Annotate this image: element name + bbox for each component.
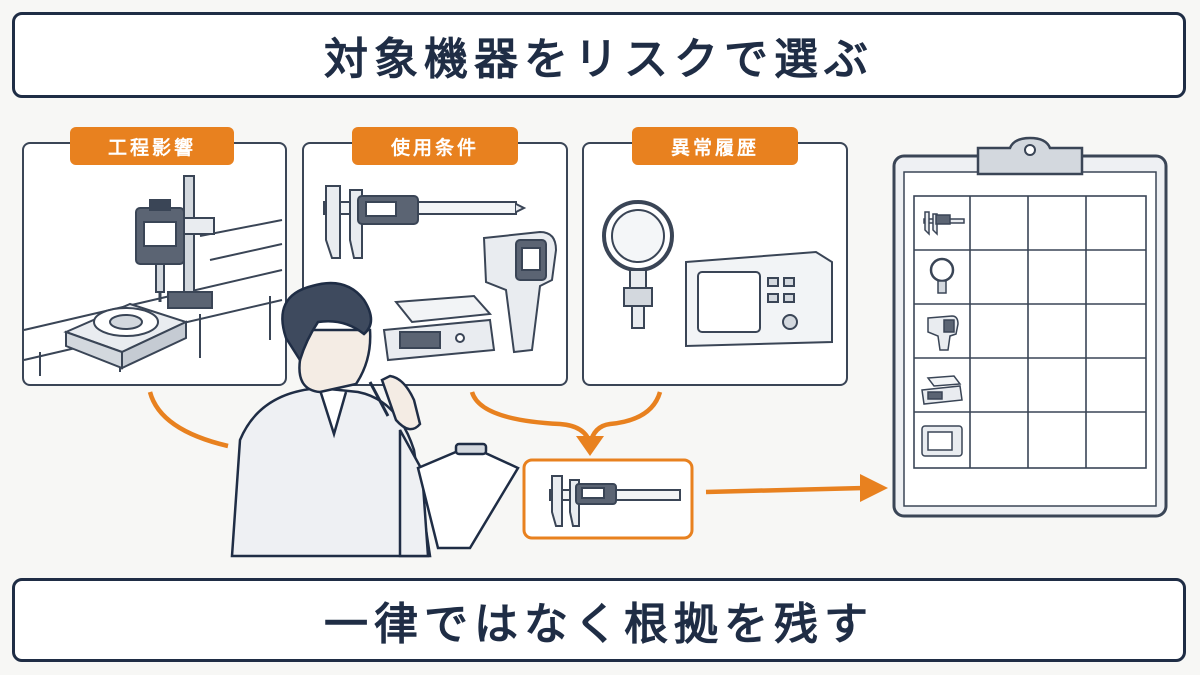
thermometer-gun-icon — [482, 230, 558, 354]
row-oven-icon — [921, 425, 963, 457]
row-thermometer-gun-icon — [927, 315, 959, 351]
fixture-icon — [63, 302, 189, 370]
caliper-icon — [323, 185, 527, 259]
page-title: 対象機器をリスクで選ぶ — [324, 34, 874, 85]
tag-label: 異常履歴 — [670, 136, 759, 159]
row-scale-icon — [921, 375, 963, 405]
arrow-heads — [576, 436, 888, 502]
scale-icon — [382, 294, 496, 362]
flow-arrows — [147, 391, 865, 495]
footer-banner: 一律ではなく根拠を残す — [12, 578, 1186, 662]
title-banner: 対象機器をリスクで選ぶ — [12, 12, 1186, 98]
tag-process-impact: 工程影響 — [70, 127, 234, 165]
selected-caliper-icon — [549, 475, 681, 527]
tag-label: 使用条件 — [390, 136, 479, 159]
tag-anomaly-history: 異常履歴 — [632, 127, 798, 165]
row-caliper-icon — [923, 211, 965, 236]
handheld-clipboard-icon — [416, 442, 520, 550]
tag-label: 工程影響 — [107, 136, 196, 159]
pressure-gauge-icon — [602, 200, 674, 329]
dial-indicator-icon — [135, 175, 215, 309]
oven-icon — [685, 250, 833, 348]
engineer-figure — [230, 281, 432, 558]
footer-message: 一律ではなく根拠を残す — [324, 599, 874, 650]
tag-usage-conditions: 使用条件 — [352, 127, 518, 165]
row-pressure-gauge-icon — [929, 257, 955, 294]
clipboard-grid — [913, 195, 1147, 469]
